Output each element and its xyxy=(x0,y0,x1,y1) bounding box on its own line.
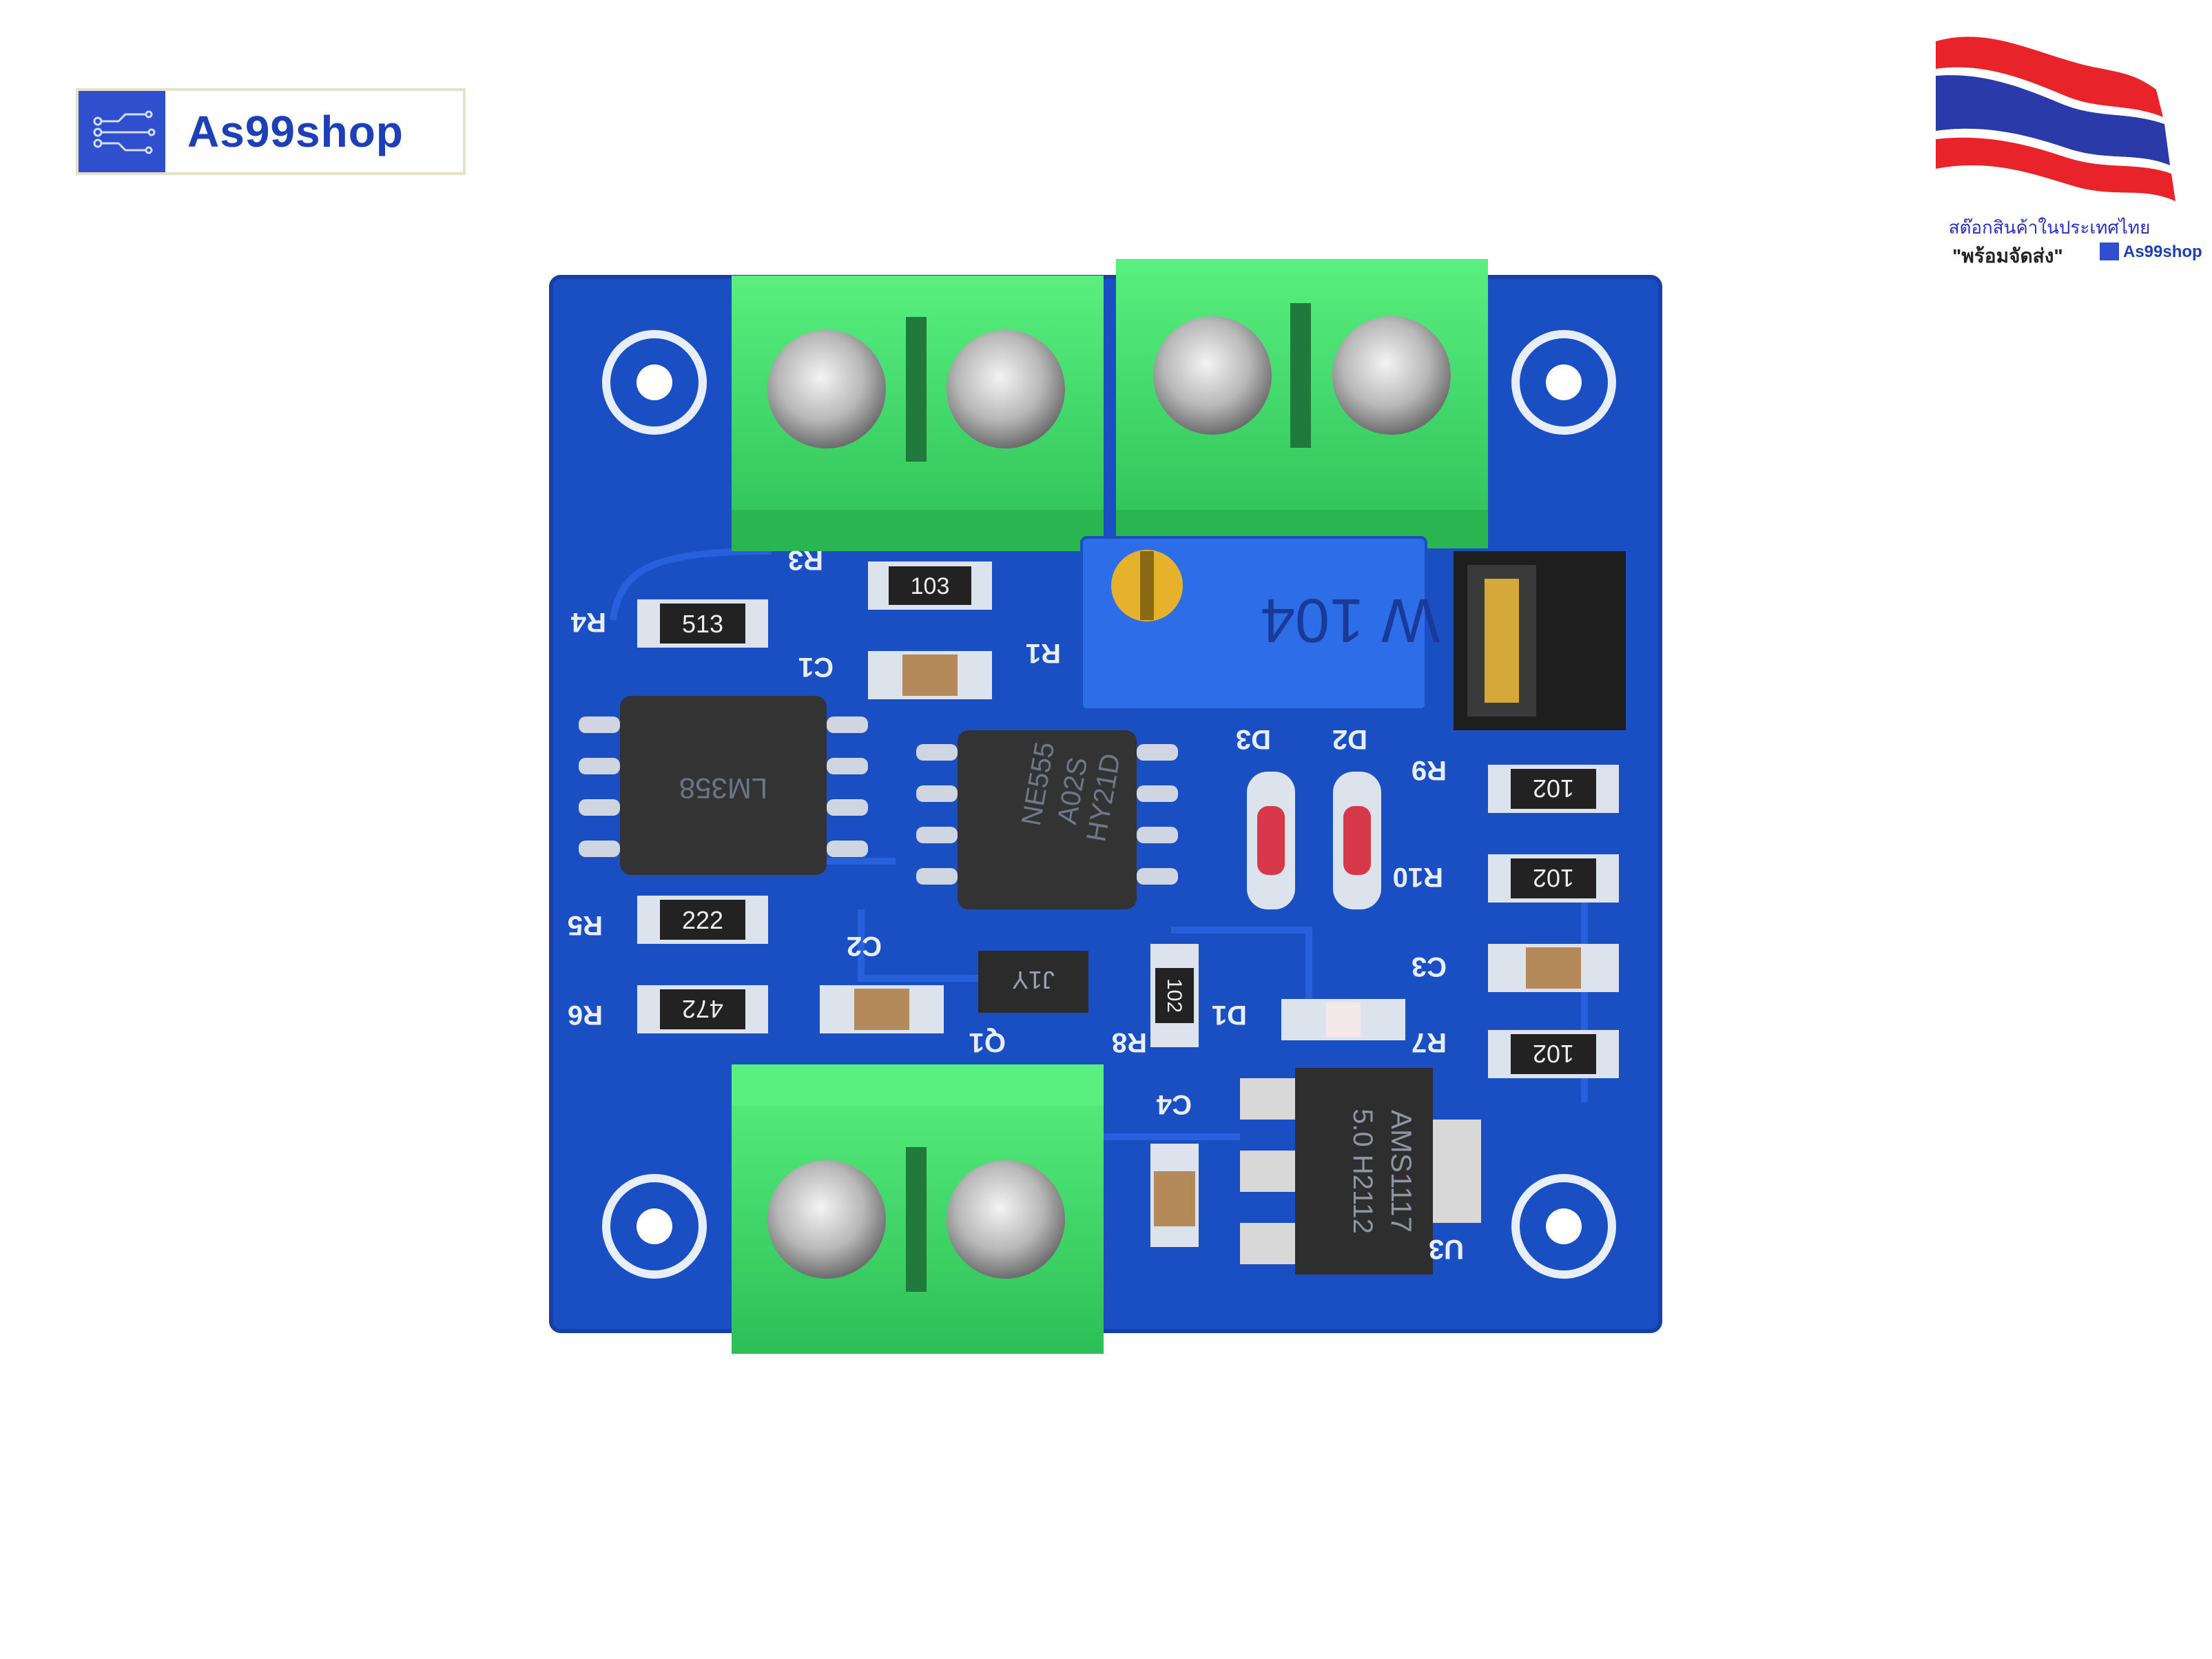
svg-text:102: 102 xyxy=(1163,978,1186,1013)
svg-text:472: 472 xyxy=(682,995,723,1023)
badge-brand-name: As99shop xyxy=(2123,243,2202,261)
resistor-right-2: 102 xyxy=(1488,854,1619,903)
label-r4: R4 xyxy=(570,607,606,637)
badge-ready-text: "พร้อมจัดส่ง" xyxy=(1952,245,2063,267)
capacitor-c2 xyxy=(820,985,944,1033)
ic-opamp-label: LM358 xyxy=(679,772,767,805)
screw-terminal-bottom xyxy=(732,1064,1104,1354)
ic-ne555: NE555 A02S HY21D xyxy=(916,730,1178,909)
label-q1: Q1 xyxy=(969,1027,1006,1058)
resistor-r6: 472 xyxy=(637,985,768,1033)
capacitor-c1 xyxy=(868,651,992,699)
label-r10: R10 xyxy=(1393,862,1443,892)
label-r8: R8 xyxy=(1112,1027,1147,1058)
svg-text:J1Y: J1Y xyxy=(1012,966,1055,994)
led-d1 xyxy=(1281,999,1405,1040)
capacitor-c3 xyxy=(1488,944,1619,992)
mount-hole xyxy=(602,330,707,435)
jumper-header xyxy=(1454,551,1626,730)
potentiometer-label: W 104 xyxy=(1261,586,1440,655)
diode-d2 xyxy=(1333,772,1381,909)
resistor-right-3: 102 xyxy=(1488,1030,1619,1078)
diode-d3 xyxy=(1247,772,1295,909)
resistor-r4: 513 xyxy=(637,599,768,648)
svg-text:102: 102 xyxy=(1533,1040,1574,1068)
label-u3: U3 xyxy=(1429,1234,1464,1264)
svg-text:513: 513 xyxy=(682,610,723,638)
resistors: 103 513 222 472 102 102 102 102 xyxy=(637,561,1619,1078)
label-r3: R3 xyxy=(788,545,823,575)
svg-text:103: 103 xyxy=(911,573,950,599)
label-r7: R7 xyxy=(1412,1027,1447,1058)
diodes xyxy=(1247,772,1405,1040)
resistor-r8: 102 xyxy=(1150,944,1199,1047)
label-d1: D1 xyxy=(1212,1000,1247,1030)
regulator-label-2: 5.0 H2112 xyxy=(1347,1109,1378,1234)
label-d2: D2 xyxy=(1332,724,1367,754)
potentiometer: W 104 xyxy=(1080,536,1440,711)
mount-hole xyxy=(602,1174,707,1279)
ic-opamp: LM358 xyxy=(579,696,868,875)
mini-logo-icon xyxy=(2100,243,2119,260)
label-d3: D3 xyxy=(1236,724,1271,754)
svg-text:222: 222 xyxy=(682,906,723,934)
resistor-right-1: 102 xyxy=(1488,765,1619,813)
label-c2: C2 xyxy=(847,931,882,961)
capacitor-c4 xyxy=(1150,1144,1199,1247)
regulator-label: AMS1117 xyxy=(1385,1110,1418,1233)
resistor-r5: 222 xyxy=(637,896,768,944)
brand-name: As99shop xyxy=(187,107,404,156)
badge-stock-text: สต๊อกสินค้าในประเทศไทย xyxy=(1948,217,2151,238)
mount-hole xyxy=(1511,1174,1616,1279)
mount-hole xyxy=(1511,330,1616,435)
thai-stock-badge: สต๊อกสินค้าในประเทศไทย "พร้อมจัดส่ง" As9… xyxy=(1922,21,2202,269)
thailand-flag-icon xyxy=(1936,37,2175,201)
resistor-r3: 103 xyxy=(868,561,992,610)
voltage-regulator: AMS1117 5.0 H2112 xyxy=(1240,1068,1481,1275)
label-r6: R6 xyxy=(568,1000,603,1030)
svg-text:102: 102 xyxy=(1533,774,1574,803)
label-c1: C1 xyxy=(798,652,834,682)
circuit-logo-icon xyxy=(79,91,165,172)
shop-logo: As99shop xyxy=(76,88,466,175)
silkscreen-labels: R3 R4 C1 R1 D3 D2 R9 R10 C3 R7 R5 R6 C2 … xyxy=(568,545,1464,1264)
screw-terminal-top-right xyxy=(1116,259,1488,548)
label-r5: R5 xyxy=(568,910,603,940)
label-c3: C3 xyxy=(1412,951,1447,982)
svg-text:102: 102 xyxy=(1533,864,1574,892)
label-r1: R1 xyxy=(1026,638,1061,668)
transistor: J1Y xyxy=(978,951,1088,1013)
label-c4: C4 xyxy=(1156,1089,1192,1120)
label-r9: R9 xyxy=(1412,755,1447,785)
capacitors xyxy=(820,651,1619,1247)
screw-terminal-top-left xyxy=(732,276,1104,551)
mounting-holes xyxy=(602,330,1616,1279)
